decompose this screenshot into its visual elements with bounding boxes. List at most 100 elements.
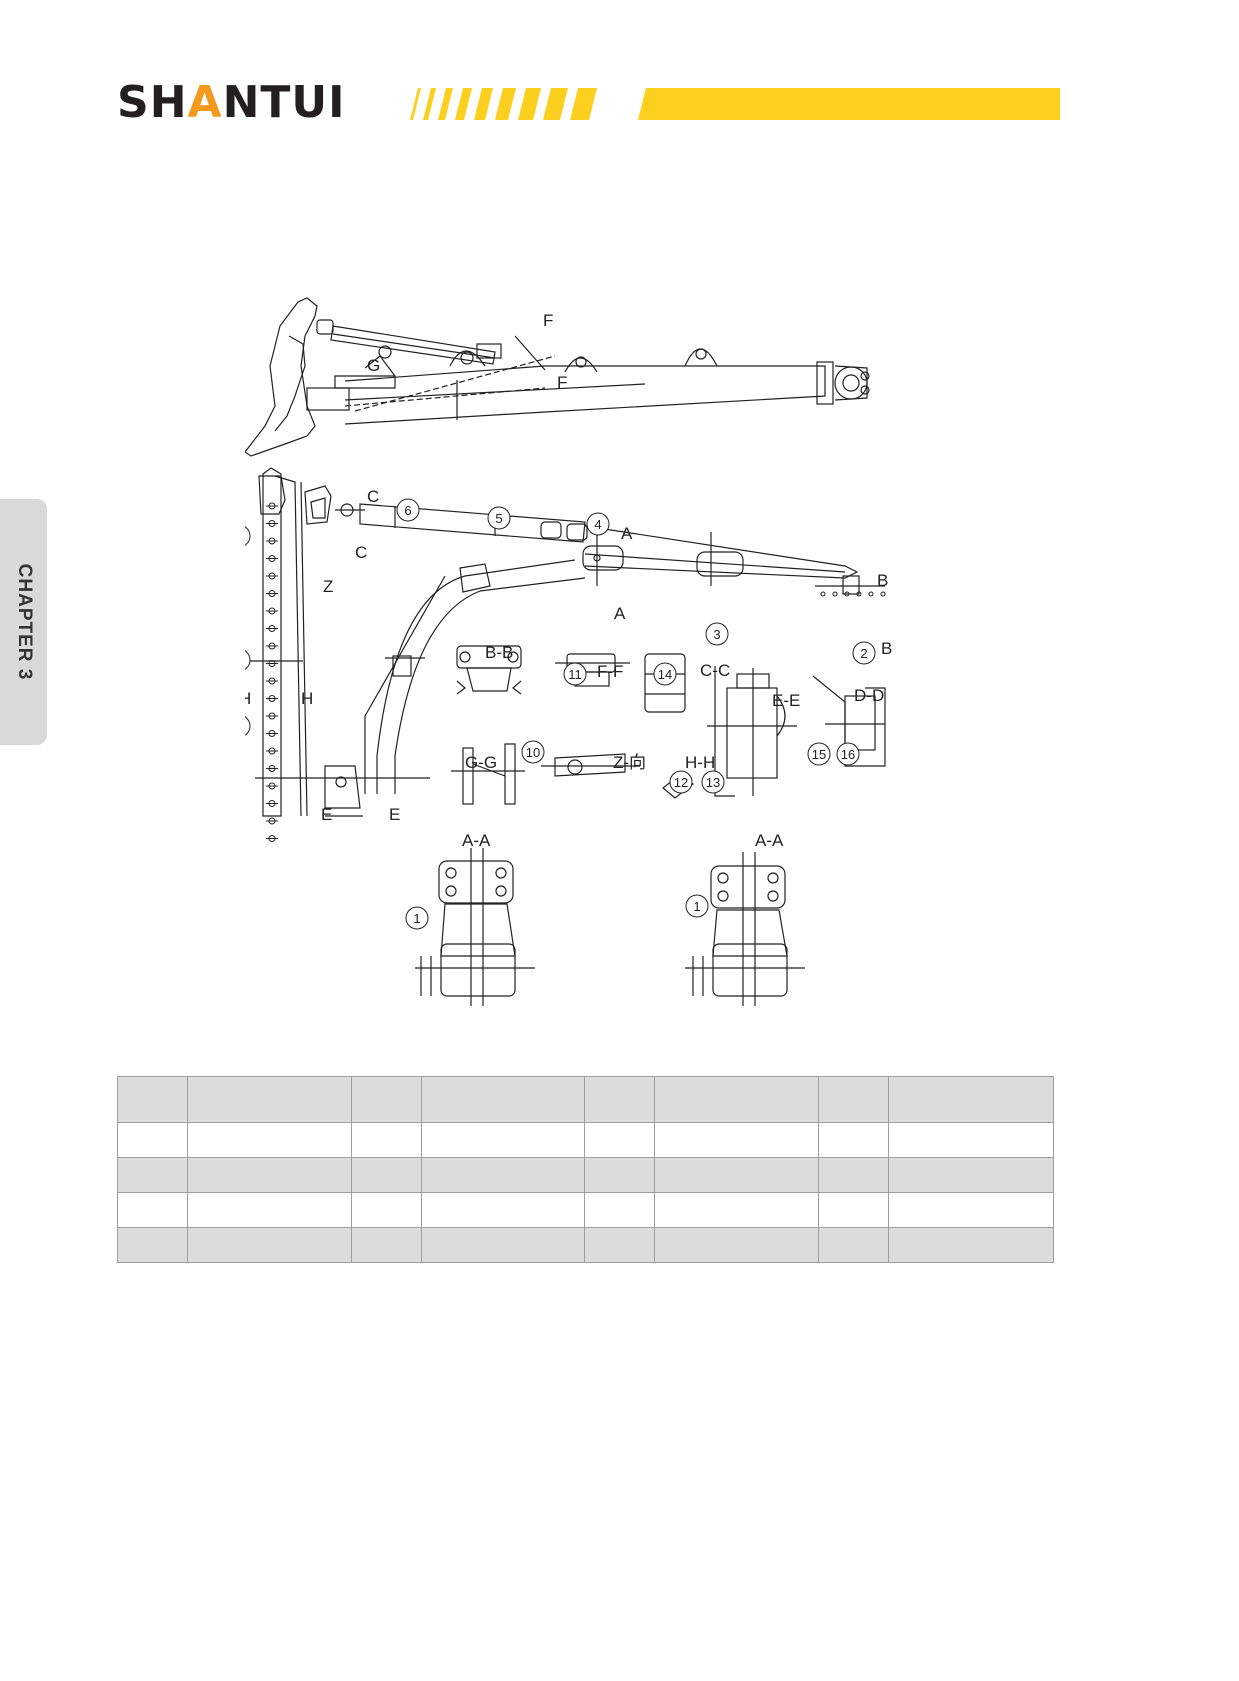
part-callouts: 112345678910111213141516	[245, 498, 876, 930]
title-a-a-right: A-A	[755, 831, 784, 850]
callout-circle-n3	[705, 622, 729, 646]
brand-logo: SHANTUI	[117, 80, 346, 126]
label-f-top: F	[543, 311, 553, 330]
label-a-top: A	[621, 524, 633, 543]
table-cell	[117, 1122, 188, 1158]
fixture-bolt	[868, 591, 874, 597]
table-cell	[888, 1227, 1054, 1263]
title-d-d: D-D	[854, 686, 884, 705]
table-row	[117, 1157, 1054, 1193]
table-row	[117, 1192, 1054, 1228]
callout-circle-n12	[669, 770, 693, 794]
callout-number-n11: 11	[568, 667, 582, 682]
table-cell	[420, 1157, 586, 1193]
fixture-bolt	[832, 591, 838, 597]
stripe-slash	[543, 88, 568, 120]
fixture-bolt	[856, 591, 862, 597]
stripe-slash	[438, 88, 453, 120]
callout-circle-n11	[563, 662, 587, 686]
title-g-g: G-G	[465, 753, 497, 772]
section-labels: F F G C C Z A A B B H H E E	[245, 311, 892, 824]
callout-circle-n7	[245, 526, 251, 546]
label-e-right: E	[389, 805, 400, 824]
title-c-c: C-C	[700, 661, 730, 680]
callout-circle-n13	[701, 770, 725, 794]
table-cell	[117, 1076, 188, 1123]
view-titles: B-B F-F C-C E-E D-D G-G Z-向 H-H A-A A-A	[462, 643, 884, 850]
side-view-top	[245, 297, 870, 457]
table-cell	[888, 1192, 1054, 1228]
label-h-left: H	[245, 689, 251, 708]
callout-circle-n1a	[405, 906, 429, 930]
callout-number-n1b: 1	[693, 899, 700, 914]
table-cell	[888, 1157, 1054, 1193]
stripe-slash	[518, 88, 541, 120]
table-cell	[654, 1227, 820, 1263]
title-e-e: E-E	[772, 691, 800, 710]
table-cell	[117, 1192, 188, 1228]
table-cell	[186, 1076, 352, 1123]
callout-circle-n16	[836, 742, 860, 766]
callout-number-n15: 15	[812, 747, 826, 762]
logo-text-start: SH	[117, 77, 188, 128]
table-cell	[584, 1227, 656, 1263]
table-cell	[117, 1157, 188, 1193]
table-cell	[818, 1192, 890, 1228]
chapter-tab: CHAPTER 3	[0, 499, 47, 745]
title-b-b: B-B	[485, 643, 513, 662]
table-row	[117, 1122, 1054, 1158]
stripe-slash	[423, 88, 436, 120]
callout-number-n13: 13	[706, 775, 720, 790]
table-cell	[654, 1122, 820, 1158]
logo-triangle-letter: A	[187, 77, 223, 128]
table-cell	[888, 1076, 1054, 1123]
section-views	[415, 645, 886, 1006]
callout-circle-n4	[586, 512, 610, 536]
table-cell	[818, 1076, 890, 1123]
label-f-bottom: F	[557, 373, 567, 392]
table-header-row	[117, 1076, 1054, 1123]
title-h-h: H-H	[685, 753, 715, 772]
title-f-f: F-F	[597, 662, 623, 681]
callout-number-n12: 12	[674, 775, 688, 790]
callout-circle-n8	[245, 650, 251, 670]
callout-number-n16: 16	[841, 747, 855, 762]
stripe-slash	[455, 88, 472, 120]
stripe-slash	[410, 88, 421, 120]
callout-number-n3: 3	[713, 627, 720, 642]
label-e-left: E	[321, 805, 332, 824]
table-cell	[350, 1122, 422, 1158]
callout-number-n14: 14	[658, 667, 672, 682]
table-cell	[654, 1076, 820, 1123]
label-c-bottom: C	[355, 543, 367, 562]
callout-circle-n9	[245, 716, 251, 736]
fixture-bolt	[844, 591, 850, 597]
table-row	[117, 1227, 1054, 1263]
callout-number-n6: 6	[404, 503, 411, 518]
title-z-view: Z-向	[613, 753, 646, 772]
label-b-bottom: B	[881, 639, 892, 658]
stripe-slash	[570, 88, 597, 120]
table-cell	[186, 1227, 352, 1263]
table-cell	[584, 1122, 656, 1158]
logo-text-end: NTUI	[222, 77, 346, 128]
header-stripe-bar	[410, 88, 1060, 120]
table-cell	[654, 1192, 820, 1228]
table-cell	[420, 1122, 586, 1158]
stripe-slash	[495, 88, 516, 120]
front-view	[245, 467, 886, 842]
table-cell	[420, 1227, 586, 1263]
callout-circle-n6	[396, 498, 420, 522]
callout-number-n4: 4	[594, 517, 601, 532]
table-cell	[420, 1192, 586, 1228]
callout-number-n2: 2	[860, 646, 867, 661]
parts-table	[117, 1076, 1054, 1263]
table-cell	[818, 1122, 890, 1158]
table-cell	[584, 1157, 656, 1193]
callout-number-n10: 10	[526, 745, 540, 760]
table-cell	[186, 1122, 352, 1158]
table-cell	[350, 1227, 422, 1263]
label-z: Z	[323, 577, 333, 596]
table-cell	[584, 1076, 656, 1123]
callout-circle-n2	[852, 641, 876, 665]
